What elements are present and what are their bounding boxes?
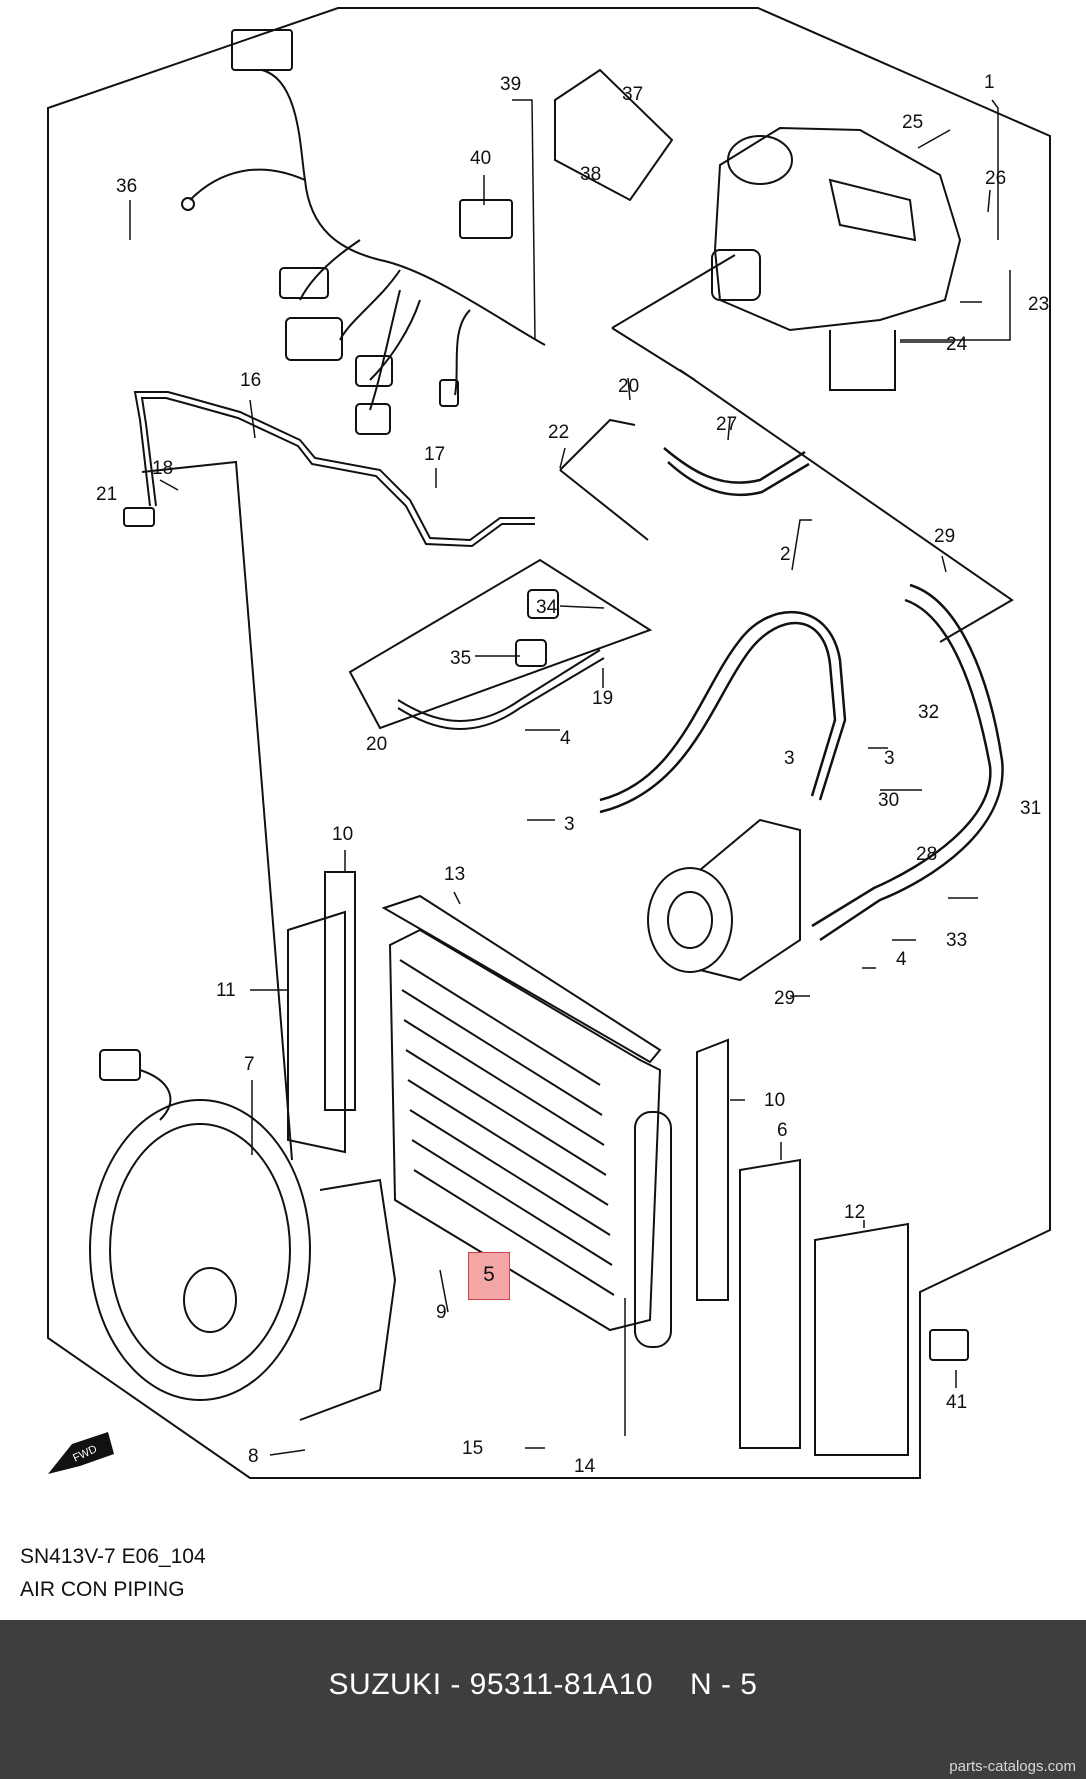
callout-39: 39 [500, 74, 521, 95]
footer-title: SUZUKI - 95311-81A10 N - 5 [0, 1668, 1086, 1702]
pads [287, 871, 969, 1456]
callout-29a: 29 [934, 526, 955, 547]
callout-9: 9 [436, 1302, 447, 1323]
callout-25: 25 [902, 112, 923, 133]
callout-30: 30 [878, 790, 899, 811]
callout-19: 19 [592, 688, 613, 709]
callout-13: 13 [444, 864, 465, 885]
callout-20a: 20 [618, 376, 639, 397]
pipe-16 [123, 391, 535, 548]
callout-labels: 1 2 3 3 3 4 4 6 7 8 9 10 10 11 12 13 14 … [96, 72, 1049, 1477]
diagram-title: AIR CON PIPING [20, 1578, 185, 1601]
callout-10b: 10 [764, 1090, 785, 1111]
site-watermark[interactable]: parts-catalogs.com [949, 1758, 1076, 1775]
callout-21: 21 [96, 484, 117, 505]
condenser-13 [381, 894, 672, 1348]
callout-4b: 4 [896, 949, 907, 970]
footer-bar: SUZUKI - 95311-81A10 N - 5 parts-catalog… [0, 1620, 1086, 1779]
callout-32: 32 [918, 702, 939, 723]
fwd-arrow-icon: FWD [48, 1432, 114, 1474]
part-position: N - 5 [689, 1668, 758, 1701]
part-number: SUZUKI - 95311-81A10 [328, 1668, 654, 1701]
callout-23: 23 [1028, 294, 1049, 315]
callout-1: 1 [984, 72, 995, 93]
highlighted-part-5[interactable]: 5 [468, 1252, 510, 1300]
compressor [647, 818, 801, 982]
pipe-19 [397, 418, 649, 730]
callout-29b: 29 [774, 988, 795, 1009]
leader-lines [129, 99, 1011, 1456]
relay-box [459, 68, 674, 239]
callout-27: 27 [716, 414, 737, 435]
callout-40: 40 [470, 148, 491, 169]
callout-35: 35 [450, 648, 471, 669]
hose-28 [811, 583, 1004, 942]
callout-16: 16 [240, 370, 261, 391]
callout-20b: 20 [366, 734, 387, 755]
wiring-harness [181, 29, 546, 435]
callout-38: 38 [580, 164, 601, 185]
outline-frame [47, 7, 1051, 1479]
callout-41: 41 [946, 1392, 967, 1413]
callout-11: 11 [216, 980, 236, 1001]
callout-3b: 3 [884, 748, 895, 769]
callout-8: 8 [248, 1446, 259, 1467]
callout-14: 14 [574, 1456, 596, 1477]
callout-3c: 3 [564, 814, 575, 835]
callout-3a: 3 [784, 748, 795, 769]
callout-18: 18 [152, 458, 173, 479]
callout-6: 6 [777, 1120, 788, 1141]
callout-26: 26 [985, 168, 1006, 189]
callout-12: 12 [844, 1202, 865, 1223]
exploded-view-svg: FWD [47, 7, 1051, 1479]
diagram-code: SN413V-7 E06_104 [20, 1545, 206, 1568]
callout-7: 7 [244, 1054, 255, 1075]
callout-17: 17 [424, 444, 445, 465]
callout-4a: 4 [560, 728, 571, 749]
callout-36: 36 [116, 176, 137, 197]
callout-33: 33 [946, 930, 967, 951]
callout-2: 2 [780, 544, 791, 565]
callout-22: 22 [548, 422, 569, 443]
ac-unit-1 [711, 126, 962, 391]
fan-motor-7 [89, 1049, 397, 1421]
parts-diagram: FWD [47, 7, 1051, 1479]
callout-24: 24 [946, 334, 968, 355]
hose-2 [599, 610, 847, 814]
callout-34: 34 [536, 597, 558, 618]
callout-5: 5 [483, 1263, 495, 1286]
callout-10a: 10 [332, 824, 353, 845]
callout-31: 31 [1020, 798, 1041, 819]
callout-28: 28 [916, 844, 937, 865]
callout-15: 15 [462, 1438, 483, 1459]
callout-37: 37 [622, 84, 643, 105]
hose-27 [663, 447, 810, 497]
